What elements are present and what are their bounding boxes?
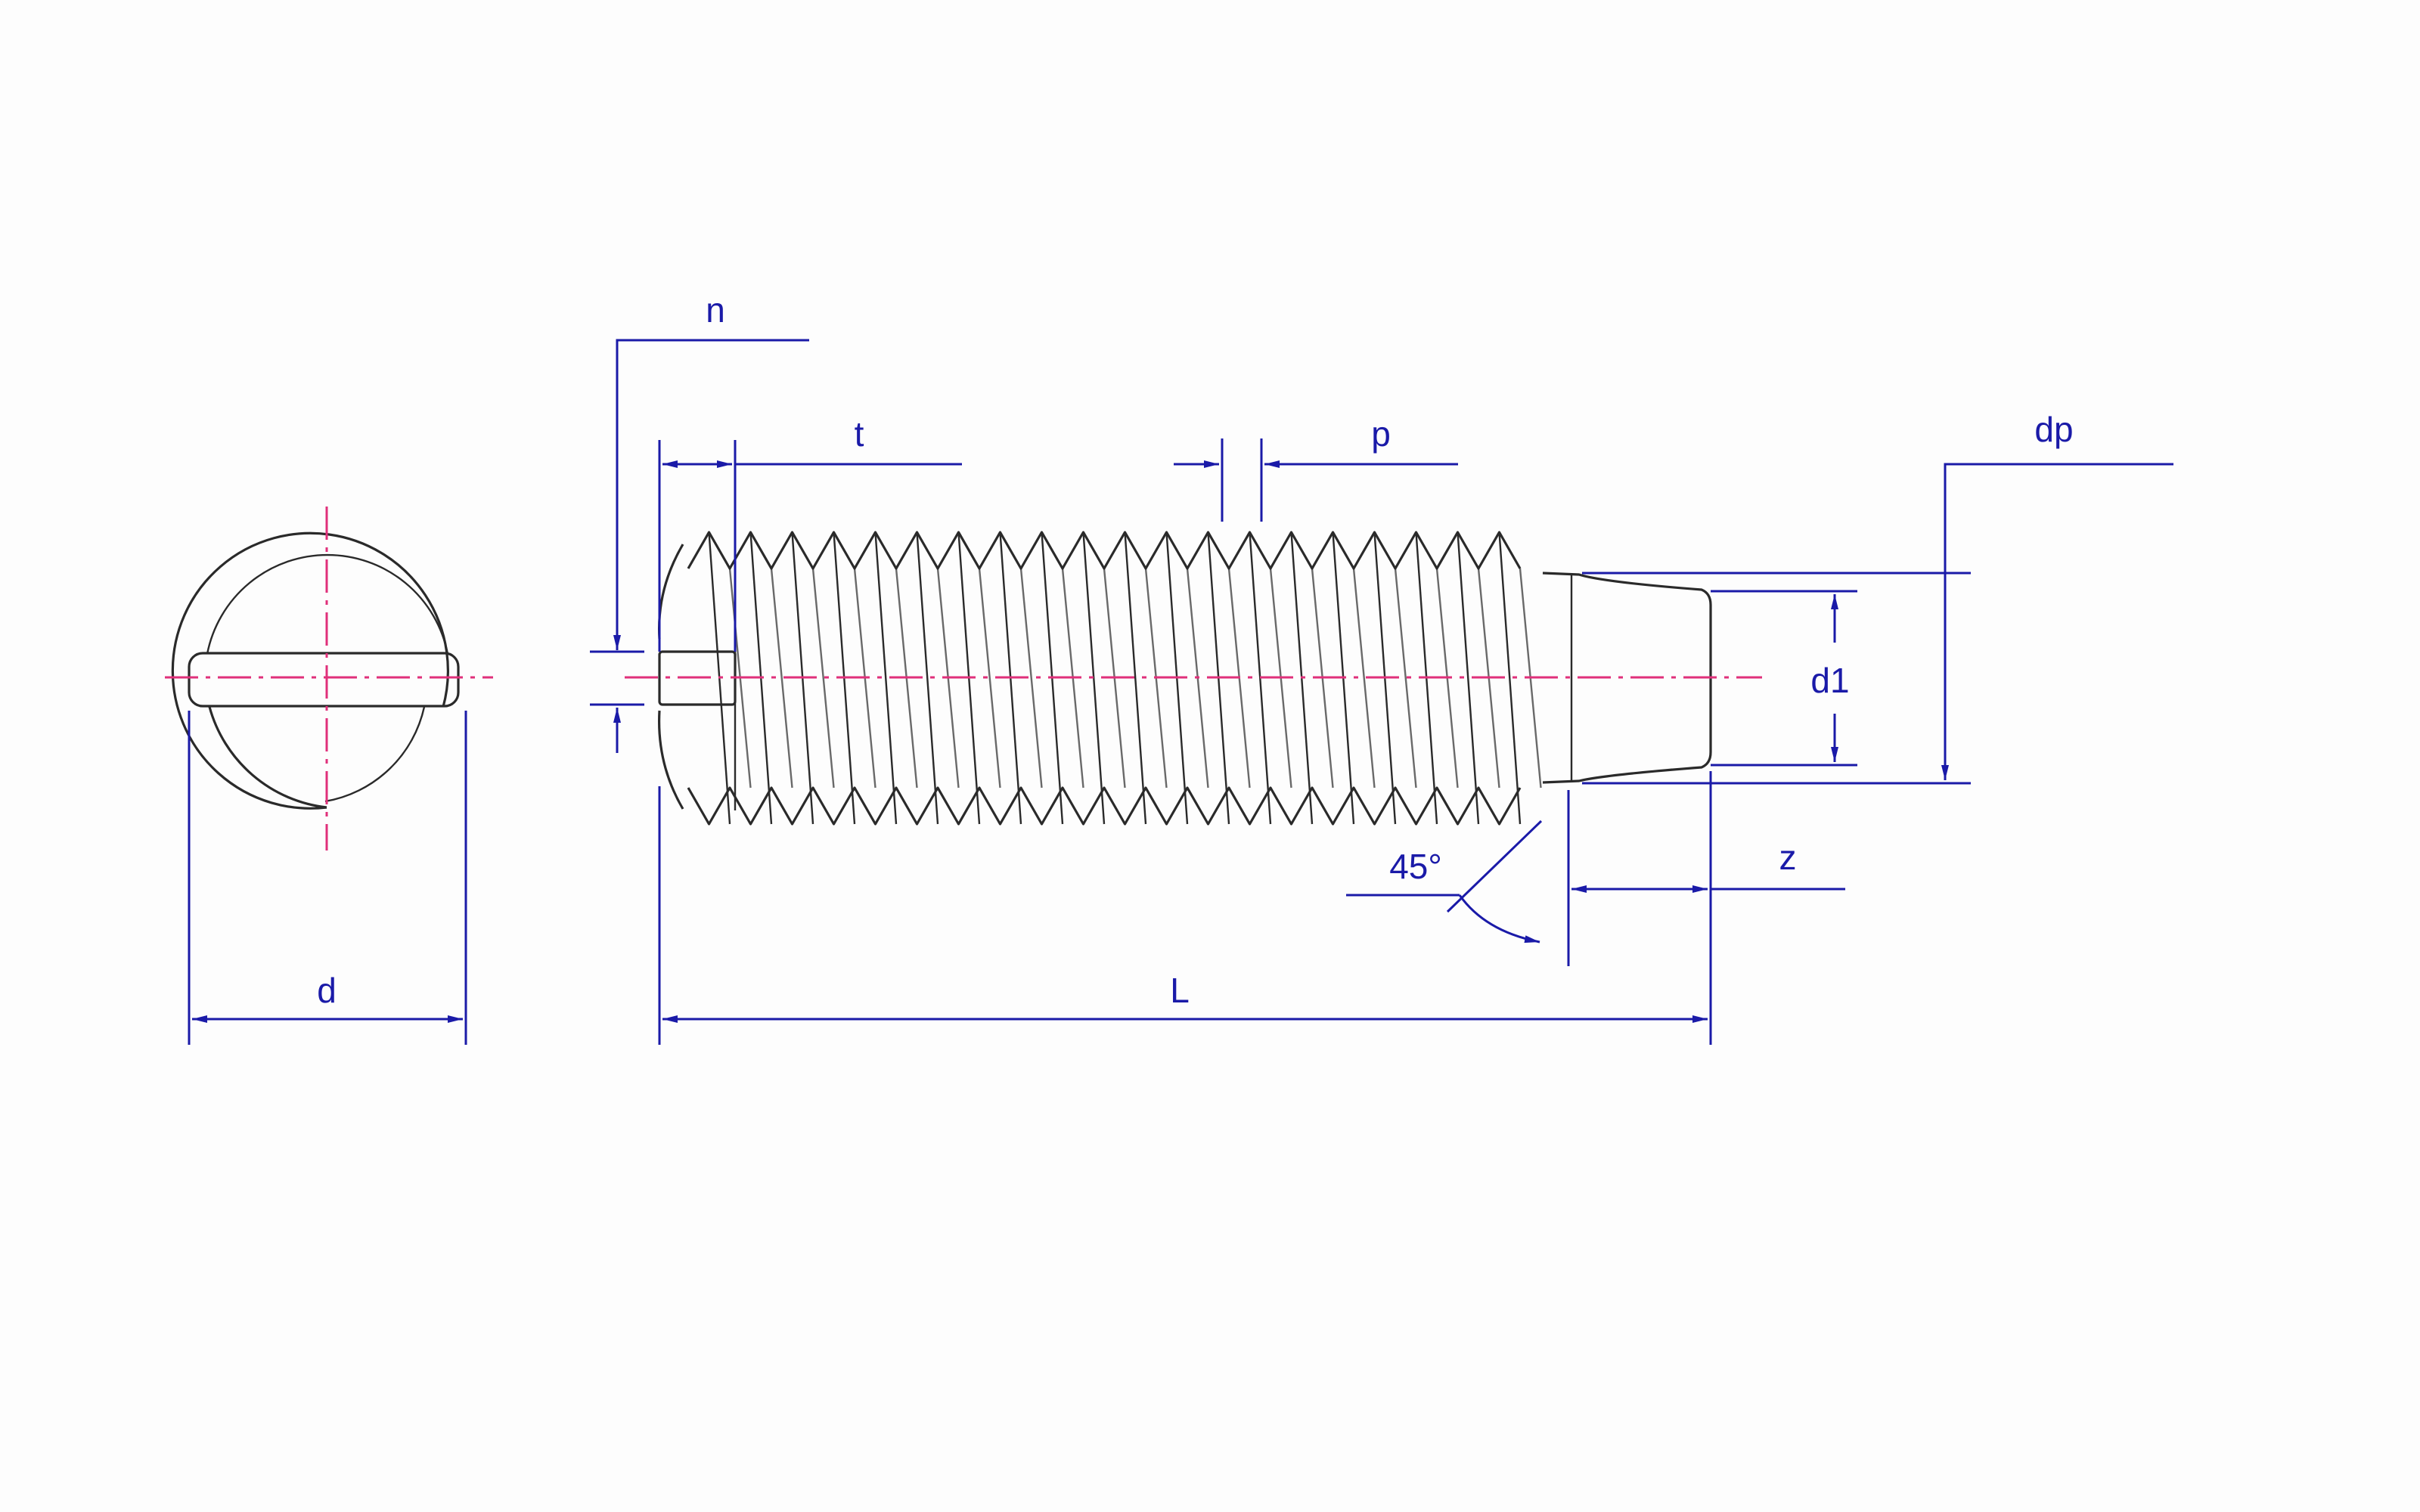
thread-crest-line (874, 531, 898, 825)
z-label: z (1779, 838, 1797, 877)
thread-root-line (1394, 568, 1417, 789)
slot-outline (188, 652, 460, 708)
p-label: p (1371, 414, 1391, 454)
end-view: d (165, 507, 493, 1045)
L-label: L (1170, 971, 1190, 1010)
n-label: n (706, 290, 725, 330)
head-chamfer-bottom (658, 710, 684, 810)
dp-label: dp (2034, 410, 2073, 449)
t-label: t (855, 414, 864, 454)
head-chamfer-top (658, 544, 684, 640)
dp-leader (1941, 463, 2173, 780)
d1-label: d1 (1810, 661, 1849, 700)
thread-root-line (1352, 568, 1376, 789)
thread-crest-line (1082, 531, 1106, 825)
thread-crest-line (1457, 531, 1480, 825)
thread-root-line (1019, 568, 1043, 789)
thread-top-profile (687, 531, 1522, 570)
thread-crest-line (1124, 531, 1147, 825)
d-label: d (317, 971, 337, 1010)
thread-root-line (770, 568, 793, 789)
thread-crest-line (1498, 531, 1522, 825)
side-view: n t p dp d1 45° z (590, 290, 2173, 1045)
thread-root-line (978, 568, 1001, 789)
thread-bottom-profile (687, 786, 1522, 826)
thread-crest-line (916, 531, 939, 825)
angle-label: 45° (1389, 847, 1442, 886)
n-leader (613, 339, 809, 650)
thread-root-line (811, 568, 835, 789)
